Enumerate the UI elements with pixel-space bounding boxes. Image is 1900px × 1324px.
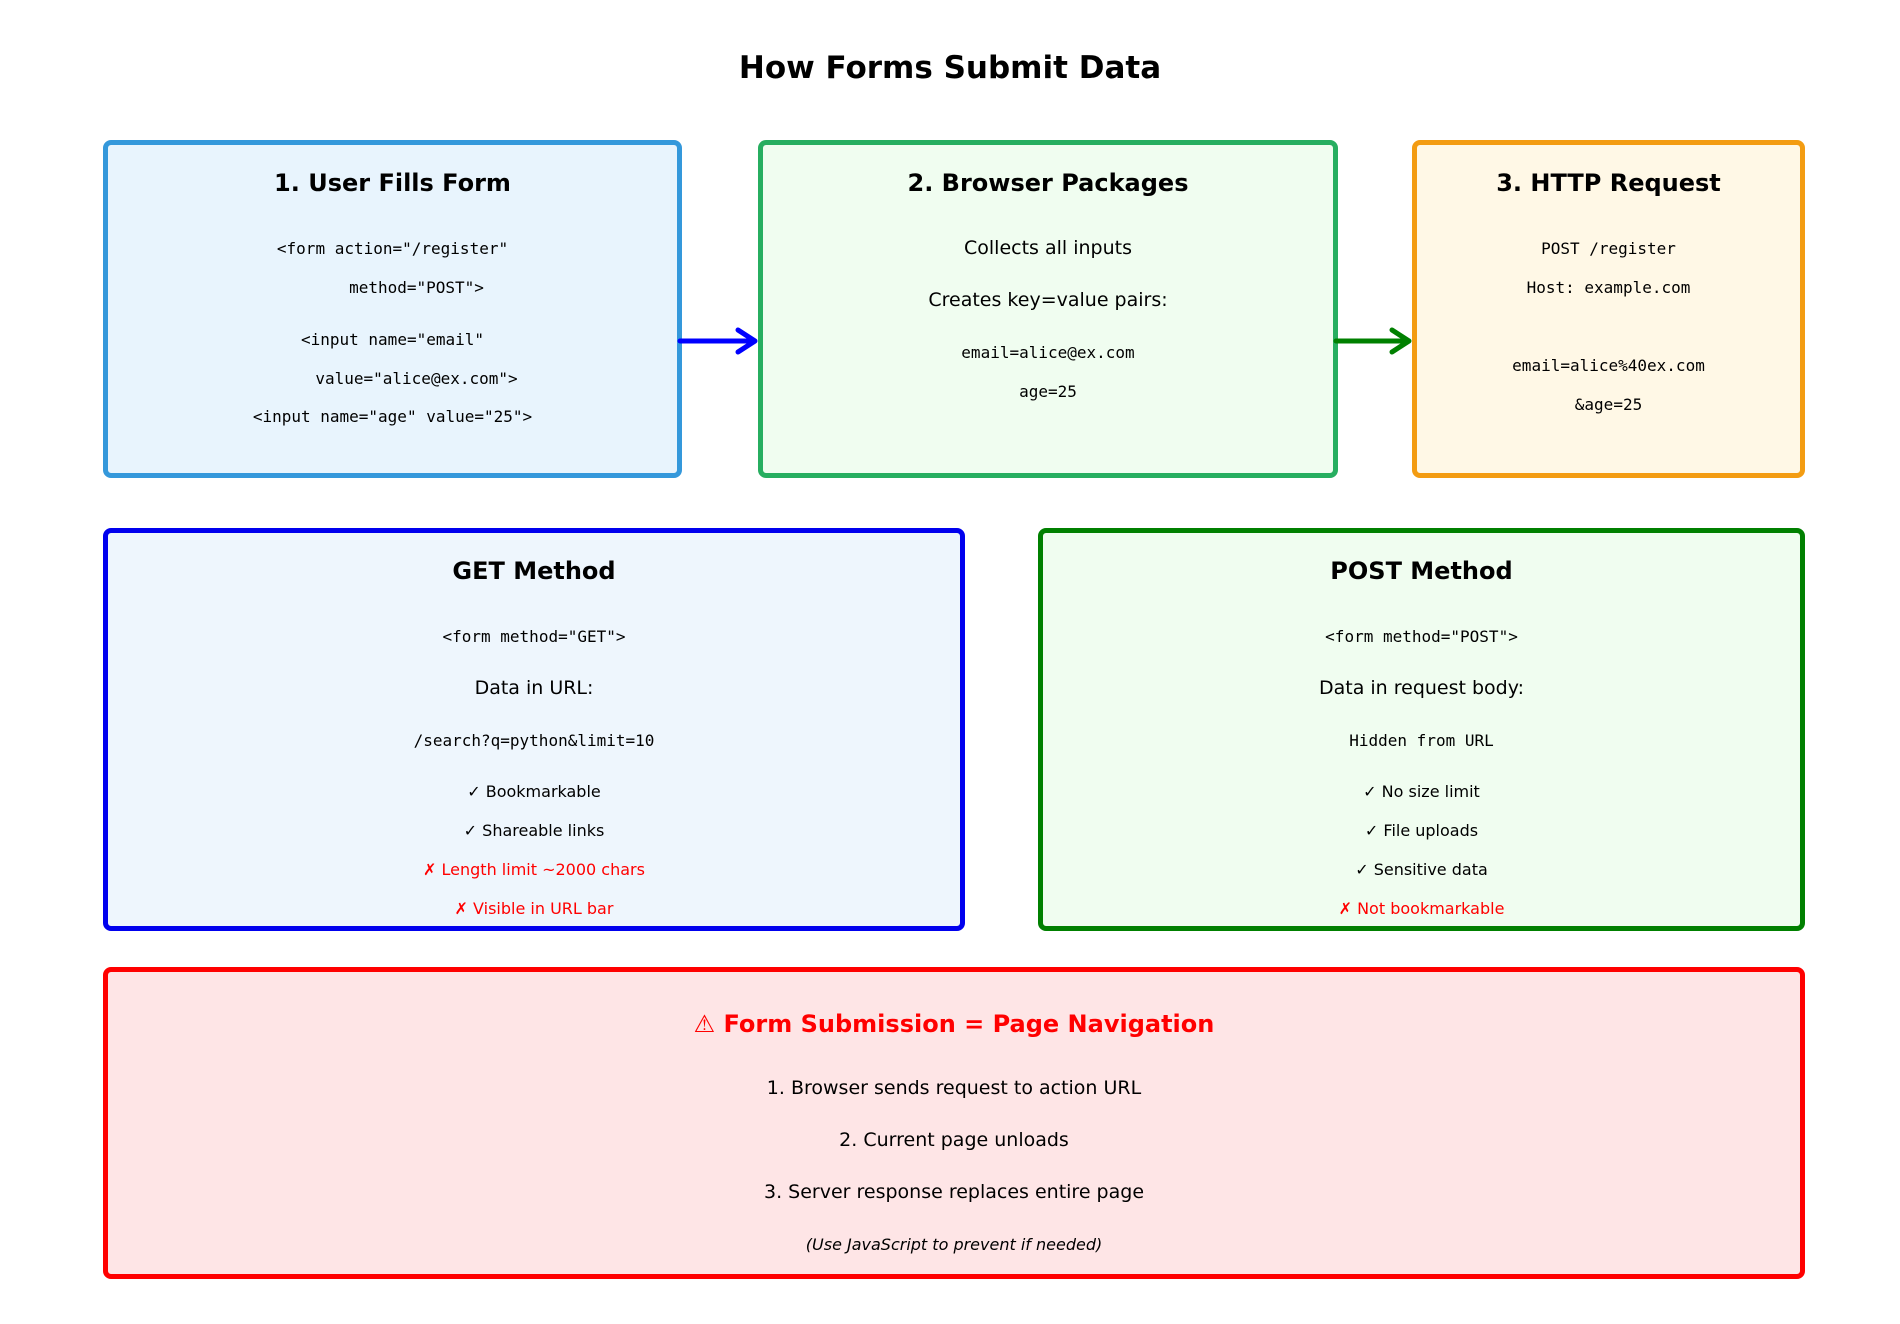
warning-title: ⚠ Form Submission = Page Navigation xyxy=(693,1010,1215,1038)
code-line: Host: example.com xyxy=(1526,278,1691,297)
get-example: /search?q=python&limit=10 xyxy=(413,731,655,750)
step-box-user-fills-form: 1. User Fills Form <form action="/regist… xyxy=(103,140,682,478)
code-line: value="alice@ex.com"> xyxy=(315,369,518,388)
post-method-box: POST Method <form method="POST"> Data in… xyxy=(1038,528,1805,931)
post-pro: ✓ No size limit xyxy=(1363,782,1480,801)
code-line: <input name="email" xyxy=(300,330,485,349)
code-line: email=alice@ex.com xyxy=(961,343,1135,362)
warning-note: (Use JavaScript to prevent if needed) xyxy=(805,1235,1103,1254)
warning-item: 2. Current page unloads xyxy=(839,1129,1069,1151)
diagram-title: How Forms Submit Data xyxy=(738,50,1162,86)
arrow-step2-to-step3 xyxy=(1333,327,1412,355)
get-method-box: GET Method <form method="GET"> Data in U… xyxy=(103,528,965,931)
step-title: 3. HTTP Request xyxy=(1496,169,1721,197)
get-pro: ✓ Shareable links xyxy=(463,821,605,840)
step-title: 1. User Fills Form xyxy=(274,169,511,197)
code-line: <input name="age" value="25"> xyxy=(252,407,533,426)
code-line: method="POST"> xyxy=(349,278,484,297)
code-line: email=alice%40ex.com xyxy=(1512,356,1705,375)
post-title: POST Method xyxy=(1330,557,1513,585)
post-subtitle: Data in request body: xyxy=(1318,677,1525,699)
step-text: Collects all inputs xyxy=(964,237,1132,259)
post-pro: ✓ Sensitive data xyxy=(1355,860,1488,879)
page-navigation-warning-box: ⚠ Form Submission = Page Navigation 1. B… xyxy=(103,967,1805,1279)
post-example: Hidden from URL xyxy=(1349,731,1494,750)
step-box-http-request: 3. HTTP Request POST /register Host: exa… xyxy=(1412,140,1805,478)
get-con: ✗ Length limit ~2000 chars xyxy=(423,860,645,879)
code-line: age=25 xyxy=(1019,382,1077,401)
post-pro: ✓ File uploads xyxy=(1364,821,1479,840)
step-title: 2. Browser Packages xyxy=(907,169,1189,197)
step-text: Creates key=value pairs: xyxy=(928,289,1168,311)
get-code: <form method="GET"> xyxy=(442,627,626,646)
get-con: ✗ Visible in URL bar xyxy=(454,899,614,918)
get-pro: ✓ Bookmarkable xyxy=(467,782,601,801)
step-box-browser-packages: 2. Browser Packages Collects all inputs … xyxy=(758,140,1338,478)
warning-item: 3. Server response replaces entire page xyxy=(763,1181,1145,1203)
arrow-step1-to-step2 xyxy=(677,327,758,355)
post-code: <form method="POST"> xyxy=(1325,627,1518,646)
code-line: &age=25 xyxy=(1574,395,1643,414)
code-line: <form action="/register" xyxy=(276,239,509,258)
post-con: ✗ Not bookmarkable xyxy=(1338,899,1505,918)
get-title: GET Method xyxy=(452,557,616,585)
code-line: POST /register xyxy=(1541,239,1676,258)
warning-item: 1. Browser sends request to action URL xyxy=(766,1077,1142,1099)
get-subtitle: Data in URL: xyxy=(474,677,594,699)
